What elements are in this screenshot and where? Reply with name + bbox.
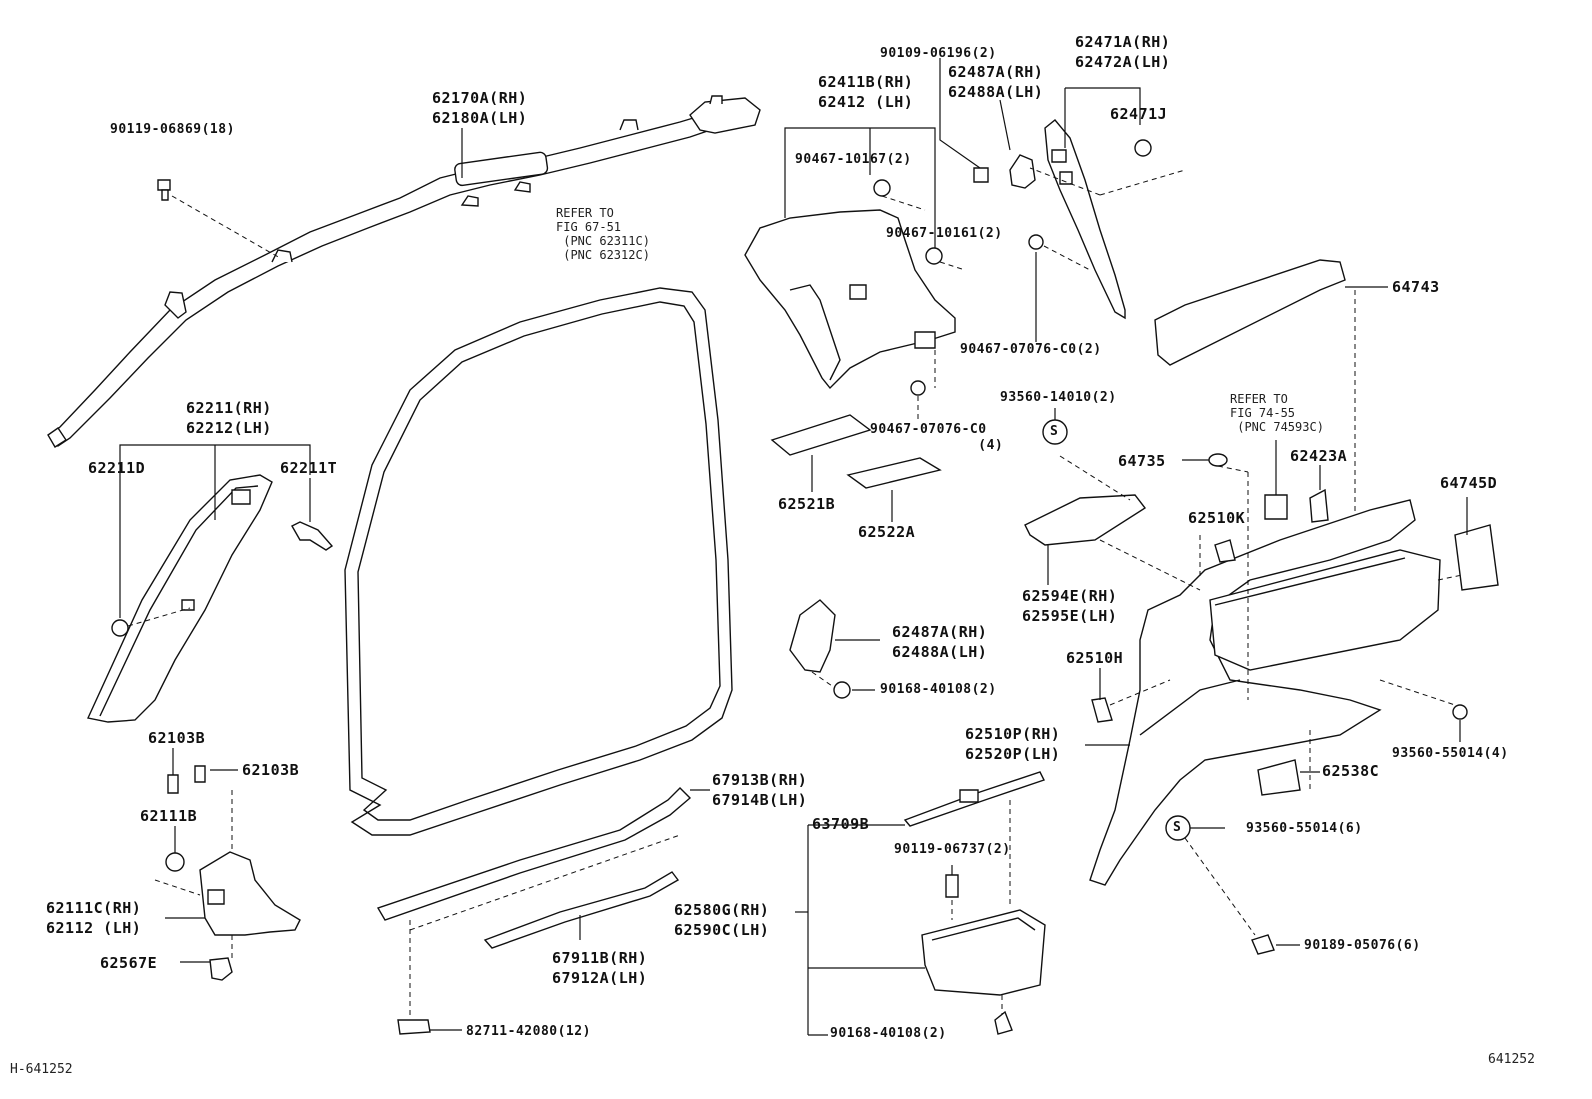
clip-62111b [166,853,184,871]
label-90467-07076-c0-2: 90467-07076-C0(2) [960,342,1102,357]
clip-62423a [1310,490,1328,522]
clip-90168-mid [834,682,850,698]
storage-box-62580g [922,910,1045,995]
clip-62510k [1215,540,1235,562]
door-weatherstrip [345,288,732,835]
clip-90467-07076-quarter [1029,235,1043,249]
clip-62211d [112,620,128,636]
label-62471j: 62471J [1110,105,1168,123]
s-mark-2-letter: S [1173,820,1182,835]
label-62538c: 62538C [1322,762,1380,780]
s-mark-1-letter: S [1050,424,1059,439]
label-90168-mid: 90168-40108(2) [880,682,997,697]
label-62594e: 62594E(RH) 62595E(LH) [1022,587,1118,625]
clip-90467-10167 [874,180,890,196]
label-90189: 90189-05076(6) [1304,938,1421,953]
label-62103b-b: 62103B [242,761,300,779]
cover-62487a-mid [790,600,835,672]
label-93560-55014-6: 93560-55014(6) [1246,821,1363,836]
label-62211: 62211(RH) 62212(LH) [186,399,272,437]
note-refer-67-51: REFER TO FIG 67-51 (PNC 62311C) (PNC 623… [556,206,650,262]
clip-93560-55014-4 [1453,705,1467,719]
kick-panel-62111c [200,852,300,935]
label-93560-14010: 93560-14010(2) [1000,390,1117,405]
label-62521b: 62521B [778,495,836,513]
label-62510h: 62510H [1066,649,1124,667]
clip-62211t [292,522,332,550]
note-refer-74-55: REFER TO FIG 74-55 (PNC 74593C) [1230,392,1324,434]
pad-62522a [848,458,940,488]
clip-62103b-a [168,775,178,793]
label-90119-06869: 90119-06869(18) [110,122,235,137]
clip-64735 [1209,454,1227,466]
label-90168-bot: 90168-40108(2) [830,1026,947,1041]
label-62487a-mid: 62487A(RH) 62488A(LH) [892,623,988,661]
quarter-trim-62510p [1090,500,1415,885]
label-82711: 82711-42080(12) [466,1024,591,1039]
scuff-plate-67913b [378,788,690,920]
label-62111c: 62111C(RH) 62112 (LH) [46,899,142,937]
label-64735: 64735 [1118,452,1166,470]
handle-62594e [1025,495,1145,545]
clip-62510h [1092,698,1112,722]
clip-90467-10161 [926,248,942,264]
clip-82711 [398,1020,430,1034]
label-62510p: 62510P(RH) 62520P(LH) [965,725,1061,763]
label-62522a: 62522A [858,523,916,541]
roof-airbag-assembly [48,96,760,447]
label-62411b: 62411B(RH) 62412 (LH) [818,73,914,111]
clip-90119-06869 [158,180,170,200]
label-90119-06737: 90119-06737(2) [894,842,1011,857]
label-62580g: 62580G(RH) 62590C(LH) [674,901,770,939]
label-63709b: 63709B [812,815,870,833]
footer-right-code: 641252 [1488,1052,1535,1067]
cover-64743 [1155,260,1345,365]
label-67913b: 67913B(RH) 67914B(LH) [712,771,808,809]
clip-90119-06737 [946,875,958,897]
label-64745d: 64745D [1440,474,1498,492]
clip-90168-bot [995,1012,1012,1034]
storage-box-right [1210,550,1440,670]
front-pillar-garnish [88,475,272,722]
label-62567e: 62567E [100,954,158,972]
label-62423a: 62423A [1290,447,1348,465]
strap-63709b [905,772,1044,826]
label-90109: 90109-06196(2) [880,46,997,61]
label-62510k: 62510K [1188,509,1246,527]
pad-62521b [772,415,870,455]
label-62487a-top: 62487A(RH) 62488A(LH) [948,63,1044,101]
scuff-plate-67911b [485,872,678,948]
footer-left-code: H-641252 [10,1062,73,1077]
label-90467-10161: 90467-10161(2) [886,226,1003,241]
clip-62487a-top [1010,155,1035,188]
label-67911b: 67911B(RH) 67912A(LH) [552,949,648,987]
label-62103b-a: 62103B [148,729,206,747]
label-90467-07076-c0-4: 90467-07076-C0 (4) [870,422,1004,453]
clip-refer-74593c [1265,495,1287,519]
label-62111b: 62111B [140,807,198,825]
label-62211d: 62211D [88,459,146,477]
clip-62103b-b [195,766,205,782]
label-93560-55014-4: 93560-55014(4) [1392,746,1509,761]
label-90467-10167: 90467-10167(2) [795,152,912,167]
label-62170a: 62170A(RH) 62180A(LH) [432,89,528,127]
label-62211t: 62211T [280,459,338,477]
label-62471a: 62471A(RH) 62472A(LH) [1075,33,1171,71]
center-pillar-garnish [745,210,955,388]
cover-62538c [1258,760,1300,795]
cover-64745d [1455,525,1498,590]
clip-90467-07076-c0-center [911,381,925,395]
quarter-pillar-garnish [1045,120,1125,318]
clip-62471j [1135,140,1151,156]
label-64743: 64743 [1392,278,1440,296]
clip-62567e [210,958,232,980]
clip-90109 [974,168,988,182]
clip-90189 [1252,935,1274,954]
